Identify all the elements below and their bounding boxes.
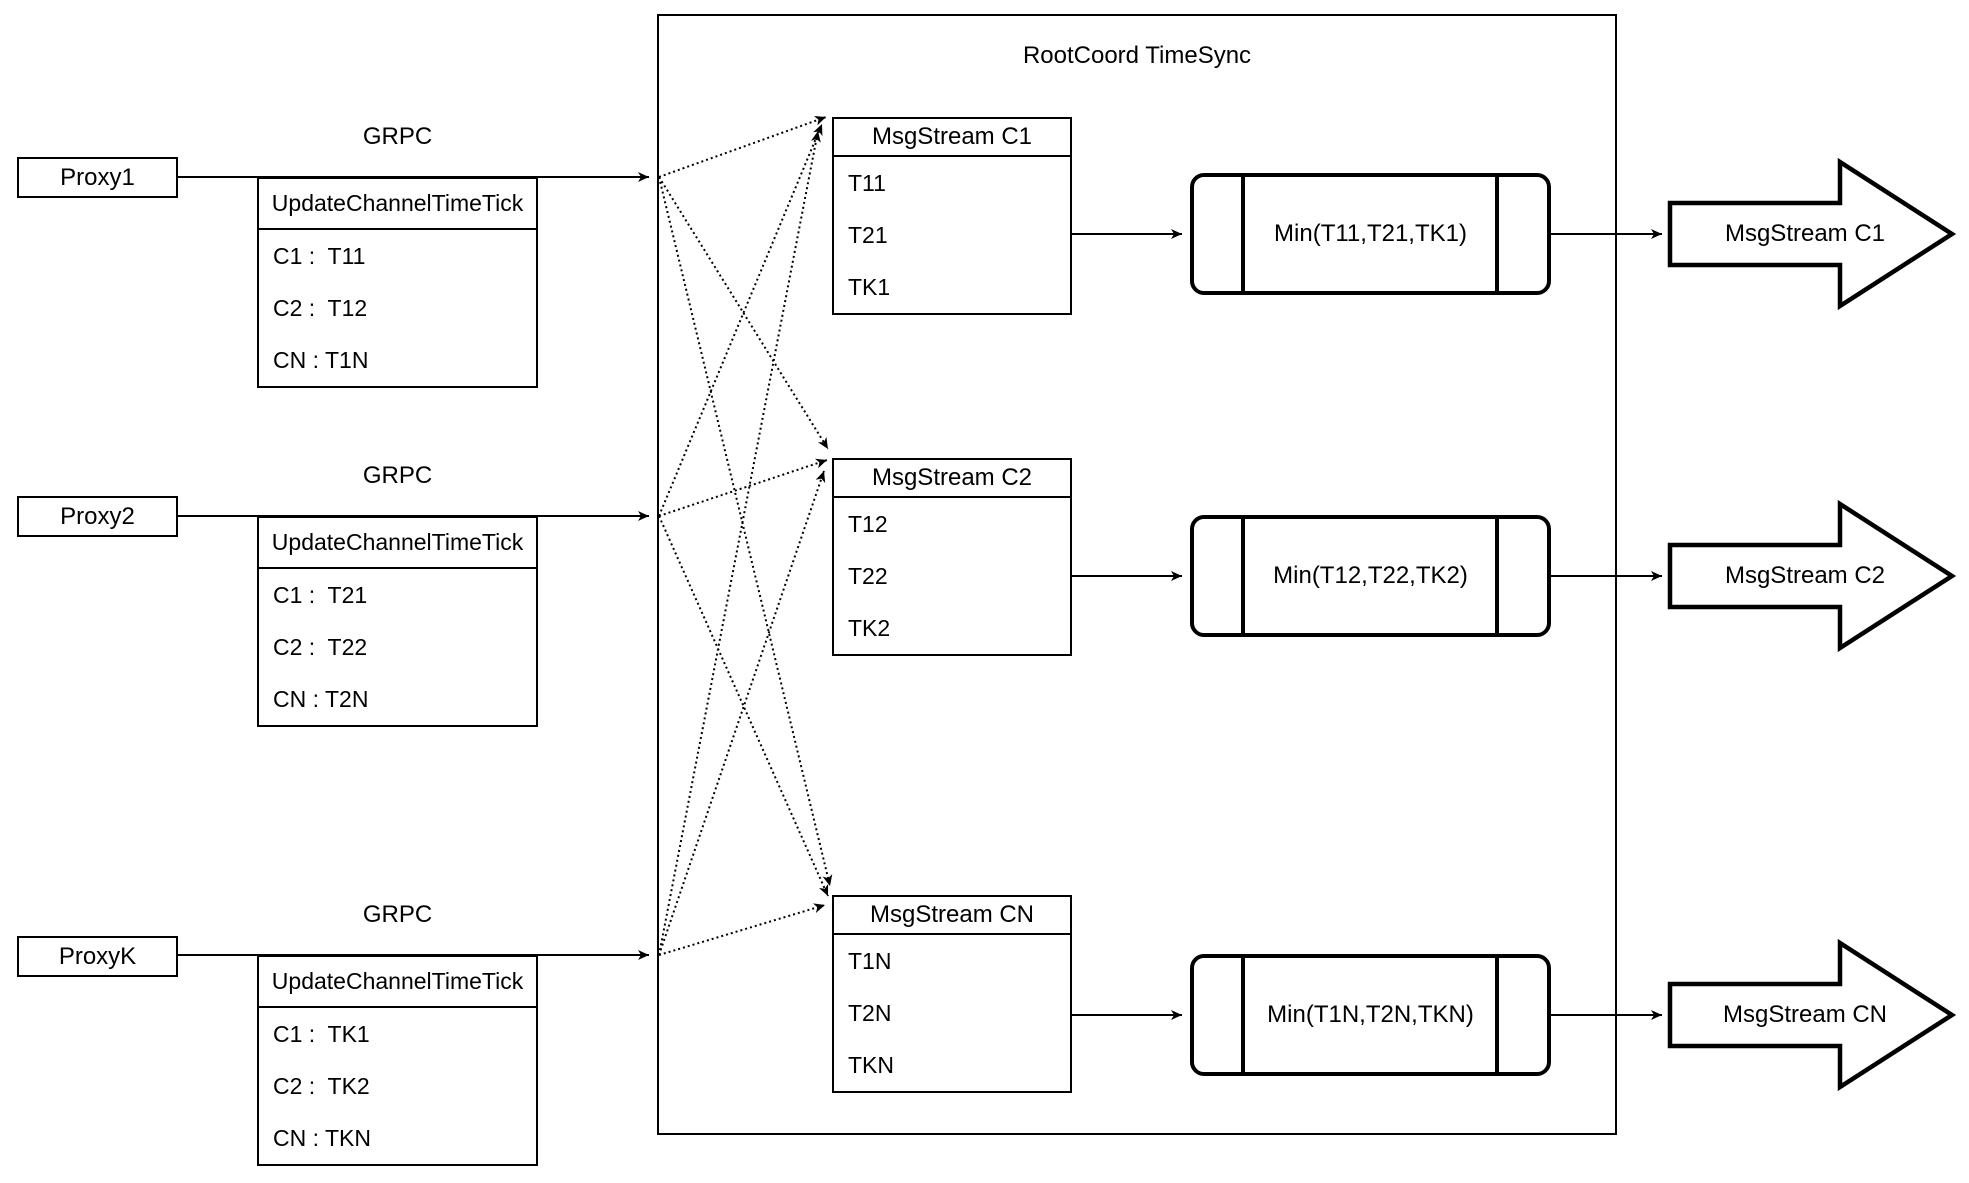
msgstream-table-c2: MsgStream C2 T12 T22 TK2 [832, 458, 1072, 656]
dotted-arrow-p1-c2 [658, 176, 829, 450]
table-row: T2N [848, 1000, 892, 1026]
table-row: C1 : T11 [273, 243, 366, 269]
proxy2-label: Proxy2 [60, 502, 135, 530]
min-box-right-rule [1495, 519, 1499, 633]
grpc-label-k: GRPC [362, 901, 433, 928]
min2-label: Min(T12,T22,TK2) [1273, 562, 1468, 589]
proxyk-timetick-table: UpdateChannelTimeTick C1 : TK1 C2 : TK2 … [257, 955, 538, 1166]
table-row: CN : TKN [273, 1125, 371, 1151]
min-to-output-lines [1551, 229, 1662, 1020]
proxy2-table-header: UpdateChannelTimeTick [259, 518, 536, 569]
min-box-1: Min(T11,T21,TK1) [1190, 173, 1551, 295]
msgstream-cn-header: MsgStream CN [834, 897, 1070, 935]
min-box-left-rule [1241, 177, 1245, 291]
table-row: CN : T2N [273, 686, 369, 712]
table-to-min-lines [1072, 229, 1182, 1020]
proxy1-timetick-table: UpdateChannelTimeTick C1 : T11 C2 : T12 … [257, 177, 538, 388]
dotted-arrow-p2-c1 [658, 123, 823, 517]
grpc-label-2: GRPC [362, 462, 433, 489]
table-row: C2 : TK2 [273, 1073, 370, 1099]
min3-label: Min(T1N,T2N,TKN) [1267, 1001, 1474, 1028]
dotted-arrow-p2-cn [658, 515, 829, 897]
min-box-2: Min(T12,T22,TK2) [1190, 515, 1551, 637]
table-row: TK1 [848, 274, 891, 300]
block-arrow-c1 [1667, 157, 1957, 311]
table-row: T22 [848, 563, 888, 589]
table-row: C2 : T22 [273, 634, 368, 660]
proxyk-table-header: UpdateChannelTimeTick [259, 957, 536, 1008]
proxyk-label: ProxyK [58, 942, 137, 970]
output-block-arrows [1667, 157, 1957, 1092]
dotted-fanout-arrows [658, 116, 833, 956]
block-arrow-c1-label: MsgStream C1 [1724, 220, 1886, 247]
min-box-left-rule [1241, 519, 1245, 633]
table-row: TKN [848, 1052, 894, 1078]
table-row: C1 : TK1 [273, 1021, 370, 1047]
min-box-right-rule [1495, 177, 1499, 291]
min-box-3: Min(T1N,T2N,TKN) [1190, 954, 1551, 1076]
msgstream-c2-header: MsgStream C2 [834, 460, 1070, 498]
min1-label: Min(T11,T21,TK1) [1274, 220, 1467, 247]
table-row: T21 [848, 222, 888, 248]
min-box-left-rule [1241, 958, 1245, 1072]
dotted-arrow-p1-cn [658, 176, 833, 887]
proxy2-box: Proxy2 [17, 496, 178, 537]
block-arrow-cn [1667, 938, 1957, 1092]
table-row: T1N [848, 948, 892, 974]
msgstream-table-cn: MsgStream CN T1N T2N TKN [832, 895, 1072, 1093]
table-row: T11 [848, 170, 886, 196]
block-arrow-cn-label: MsgStream CN [1722, 1001, 1888, 1028]
min-box-right-rule [1495, 958, 1499, 1072]
dotted-arrow-pk-c2 [658, 470, 826, 956]
msgstream-table-c1: MsgStream C1 T11 T21 TK1 [832, 117, 1072, 315]
msgstream-c1-header: MsgStream C1 [834, 119, 1070, 157]
dotted-arrow-pk-cn [658, 903, 826, 956]
block-arrow-c2-label: MsgStream C2 [1724, 562, 1886, 589]
table-row: CN : T1N [273, 347, 369, 373]
rootcoord-title: RootCoord TimeSync [1022, 42, 1252, 69]
table-row: C2 : T12 [273, 295, 368, 321]
proxyk-box: ProxyK [17, 936, 178, 977]
proxy2-timetick-table: UpdateChannelTimeTick C1 : T21 C2 : T22 … [257, 516, 538, 727]
proxy1-box: Proxy1 [17, 157, 178, 198]
block-arrow-c2 [1667, 499, 1957, 653]
grpc-label-1: GRPC [362, 123, 433, 150]
rootcoord-box [657, 14, 1617, 1135]
table-row: T12 [848, 511, 888, 537]
proxy1-label: Proxy1 [60, 163, 135, 191]
table-row: C1 : T21 [273, 582, 368, 608]
proxy1-table-header: UpdateChannelTimeTick [259, 179, 536, 230]
table-row: TK2 [848, 615, 891, 641]
